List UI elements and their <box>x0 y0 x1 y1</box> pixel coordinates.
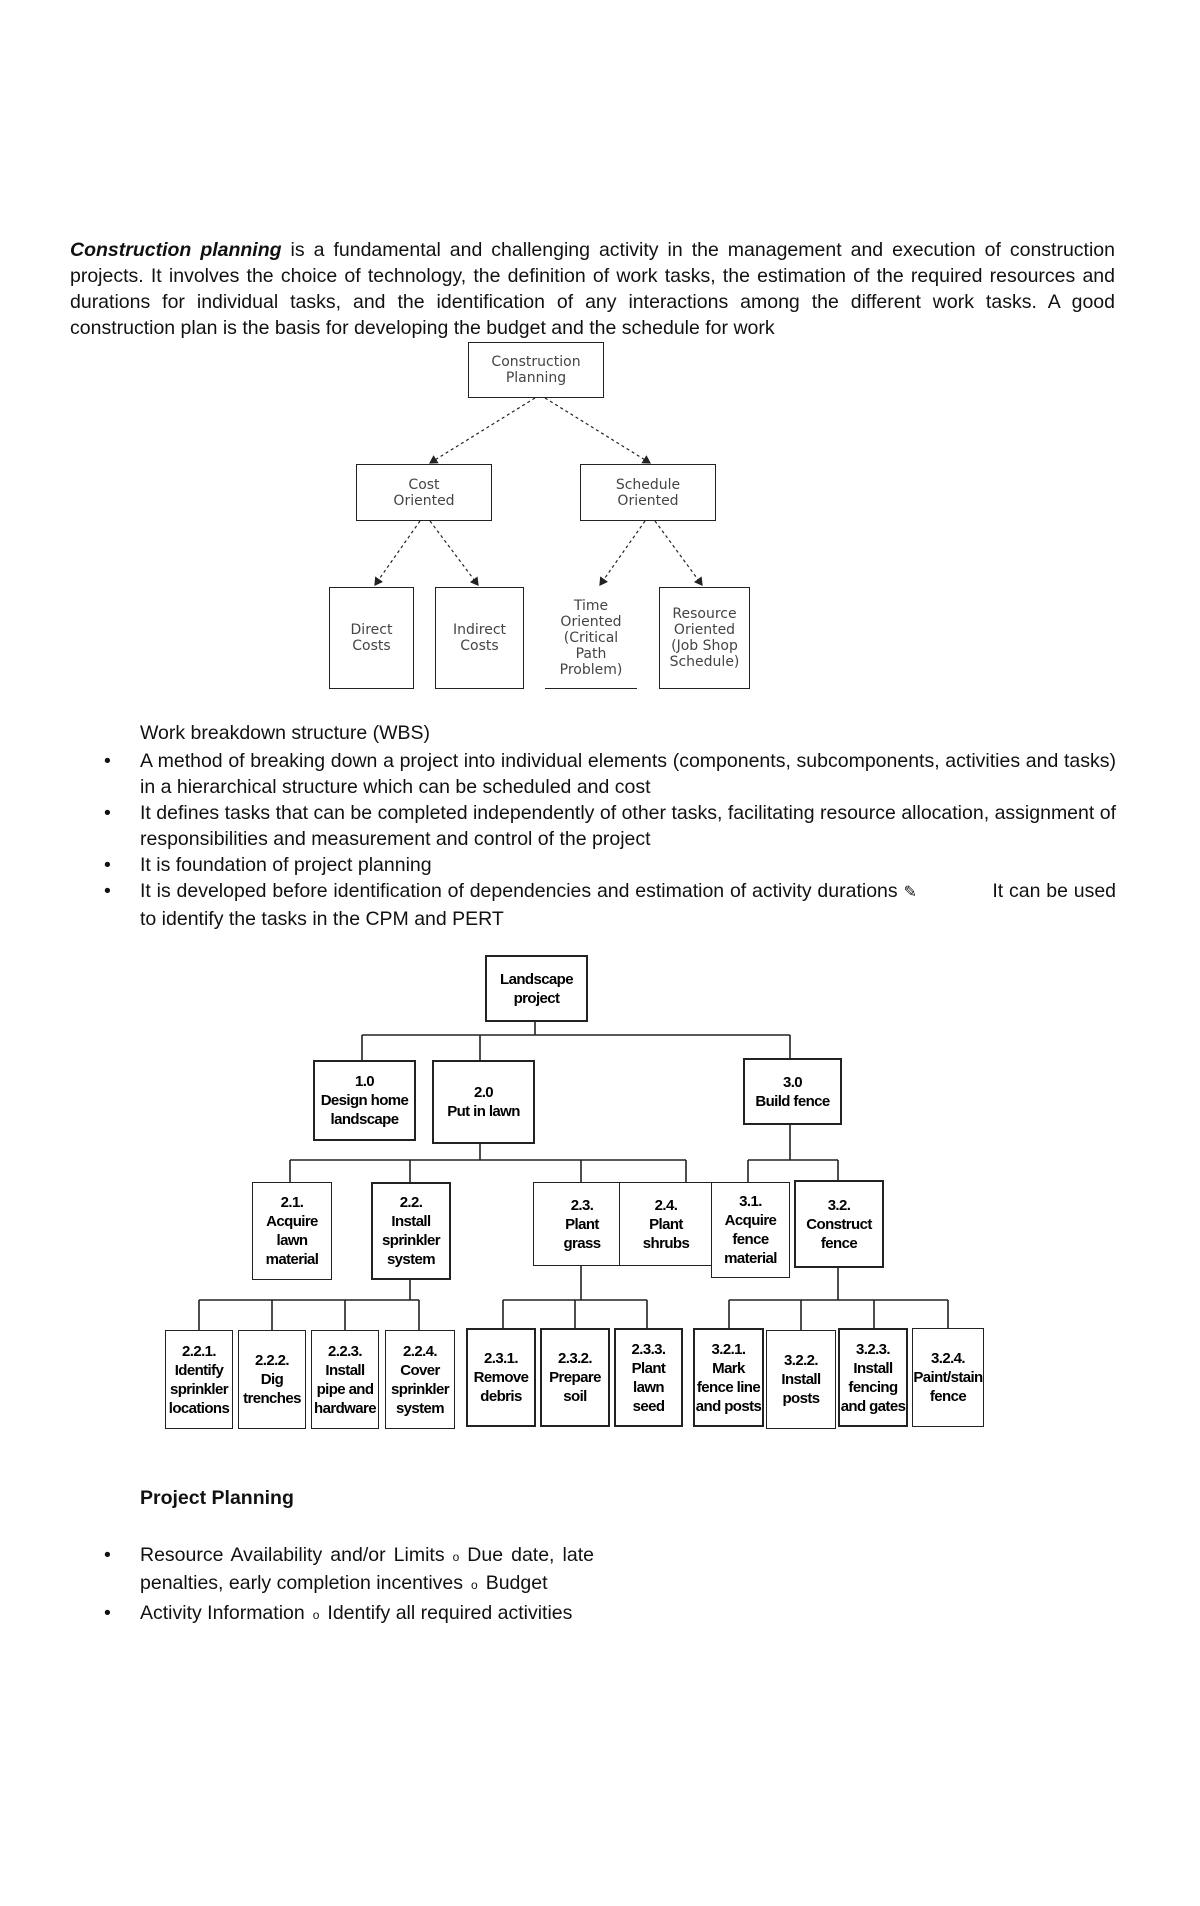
wbs-node-3-0: 3.0 Build fence <box>743 1058 842 1125</box>
wbs-node-2-3-1: 2.3.1. Remove debris <box>466 1328 536 1427</box>
wbs-node-2-3: 2.3. Plant grass <box>533 1182 631 1266</box>
node-construction-planning: Construction Planning <box>468 342 604 398</box>
list-item: •A method of breaking down a project int… <box>104 750 1116 798</box>
node-schedule-oriented: Schedule Oriented <box>580 464 716 521</box>
wbs-node-2-3-3: 2.3.3. Plant lawn seed <box>614 1328 683 1427</box>
wbs-node-3-2: 3.2. Construct fence <box>794 1180 884 1268</box>
wbs-bullet-list: •A method of breaking down a project int… <box>104 748 1116 932</box>
list-item: •It defines tasks that can be completed … <box>104 802 1116 850</box>
wbs-node-2-2: 2.2. Install sprinkler system <box>371 1182 451 1280</box>
wbs-node-2-2-4: 2.2.4. Cover sprinkler system <box>385 1330 455 1429</box>
planning-diagram-connectors <box>374 397 703 586</box>
intro-paragraph: Construction planning is a fundamental a… <box>70 237 1115 341</box>
pencil-icon: ✎ <box>903 884 917 901</box>
wbs-node-2-1: 2.1. Acquire lawn material <box>252 1182 332 1280</box>
wbs-node-3-2-1: 3.2.1. Mark fence line and posts <box>693 1328 764 1427</box>
wbs-node-2-2-2: 2.2.2. Dig trenches <box>238 1330 306 1429</box>
wbs-node-landscape-project: Landscape project <box>485 955 588 1022</box>
intro-term: Construction planning <box>70 239 282 261</box>
landscape-wbs-diagram: Landscape project 1.0 Design home landsc… <box>165 955 984 1429</box>
wbs-diagram-connectors <box>198 1021 949 1330</box>
wbs-title: Work breakdown structure (WBS) <box>140 722 431 744</box>
wbs-node-1-0: 1.0 Design home landscape <box>313 1060 416 1141</box>
project-planning-title: Project Planning <box>140 1487 294 1509</box>
wbs-node-2-3-2: 2.3.2. Prepare soil <box>540 1328 610 1427</box>
intro-text: is a fundamental and challenging activit… <box>70 239 1115 339</box>
wbs-node-3-2-3: 3.2.3. Install fencing and gates <box>838 1328 908 1427</box>
node-direct-costs: Direct Costs <box>329 587 414 689</box>
wbs-node-2-0: 2.0 Put in lawn <box>432 1060 535 1144</box>
wbs-node-2-2-3: 2.2.3. Install pipe and hardware <box>311 1330 379 1429</box>
list-item: •It is foundation of project planning <box>104 854 432 876</box>
wbs-node-2-2-1: 2.2.1. Identify sprinkler locations <box>165 1330 233 1429</box>
wbs-node-2-4-box: 2.4. Plant shrubs <box>619 1182 713 1266</box>
node-indirect-costs: Indirect Costs <box>435 587 524 689</box>
list-item: •It is developed before identification o… <box>104 880 1117 930</box>
node-resource-oriented: Resource Oriented (Job Shop Schedule) <box>659 587 750 689</box>
node-cost-oriented: Cost Oriented <box>356 464 492 521</box>
construction-planning-diagram: Construction Planning Cost Oriented Sche… <box>0 0 1200 700</box>
wbs-node-3-2-4: 3.2.4. Paint/stain fence <box>912 1328 984 1427</box>
node-time-oriented: Time Oriented (Critical Path Problem) <box>545 587 637 689</box>
wbs-node-3-2-2: 3.2.2. Install posts <box>766 1330 836 1429</box>
wbs-node-3-1: 3.1. Acquire fence material <box>711 1182 790 1278</box>
